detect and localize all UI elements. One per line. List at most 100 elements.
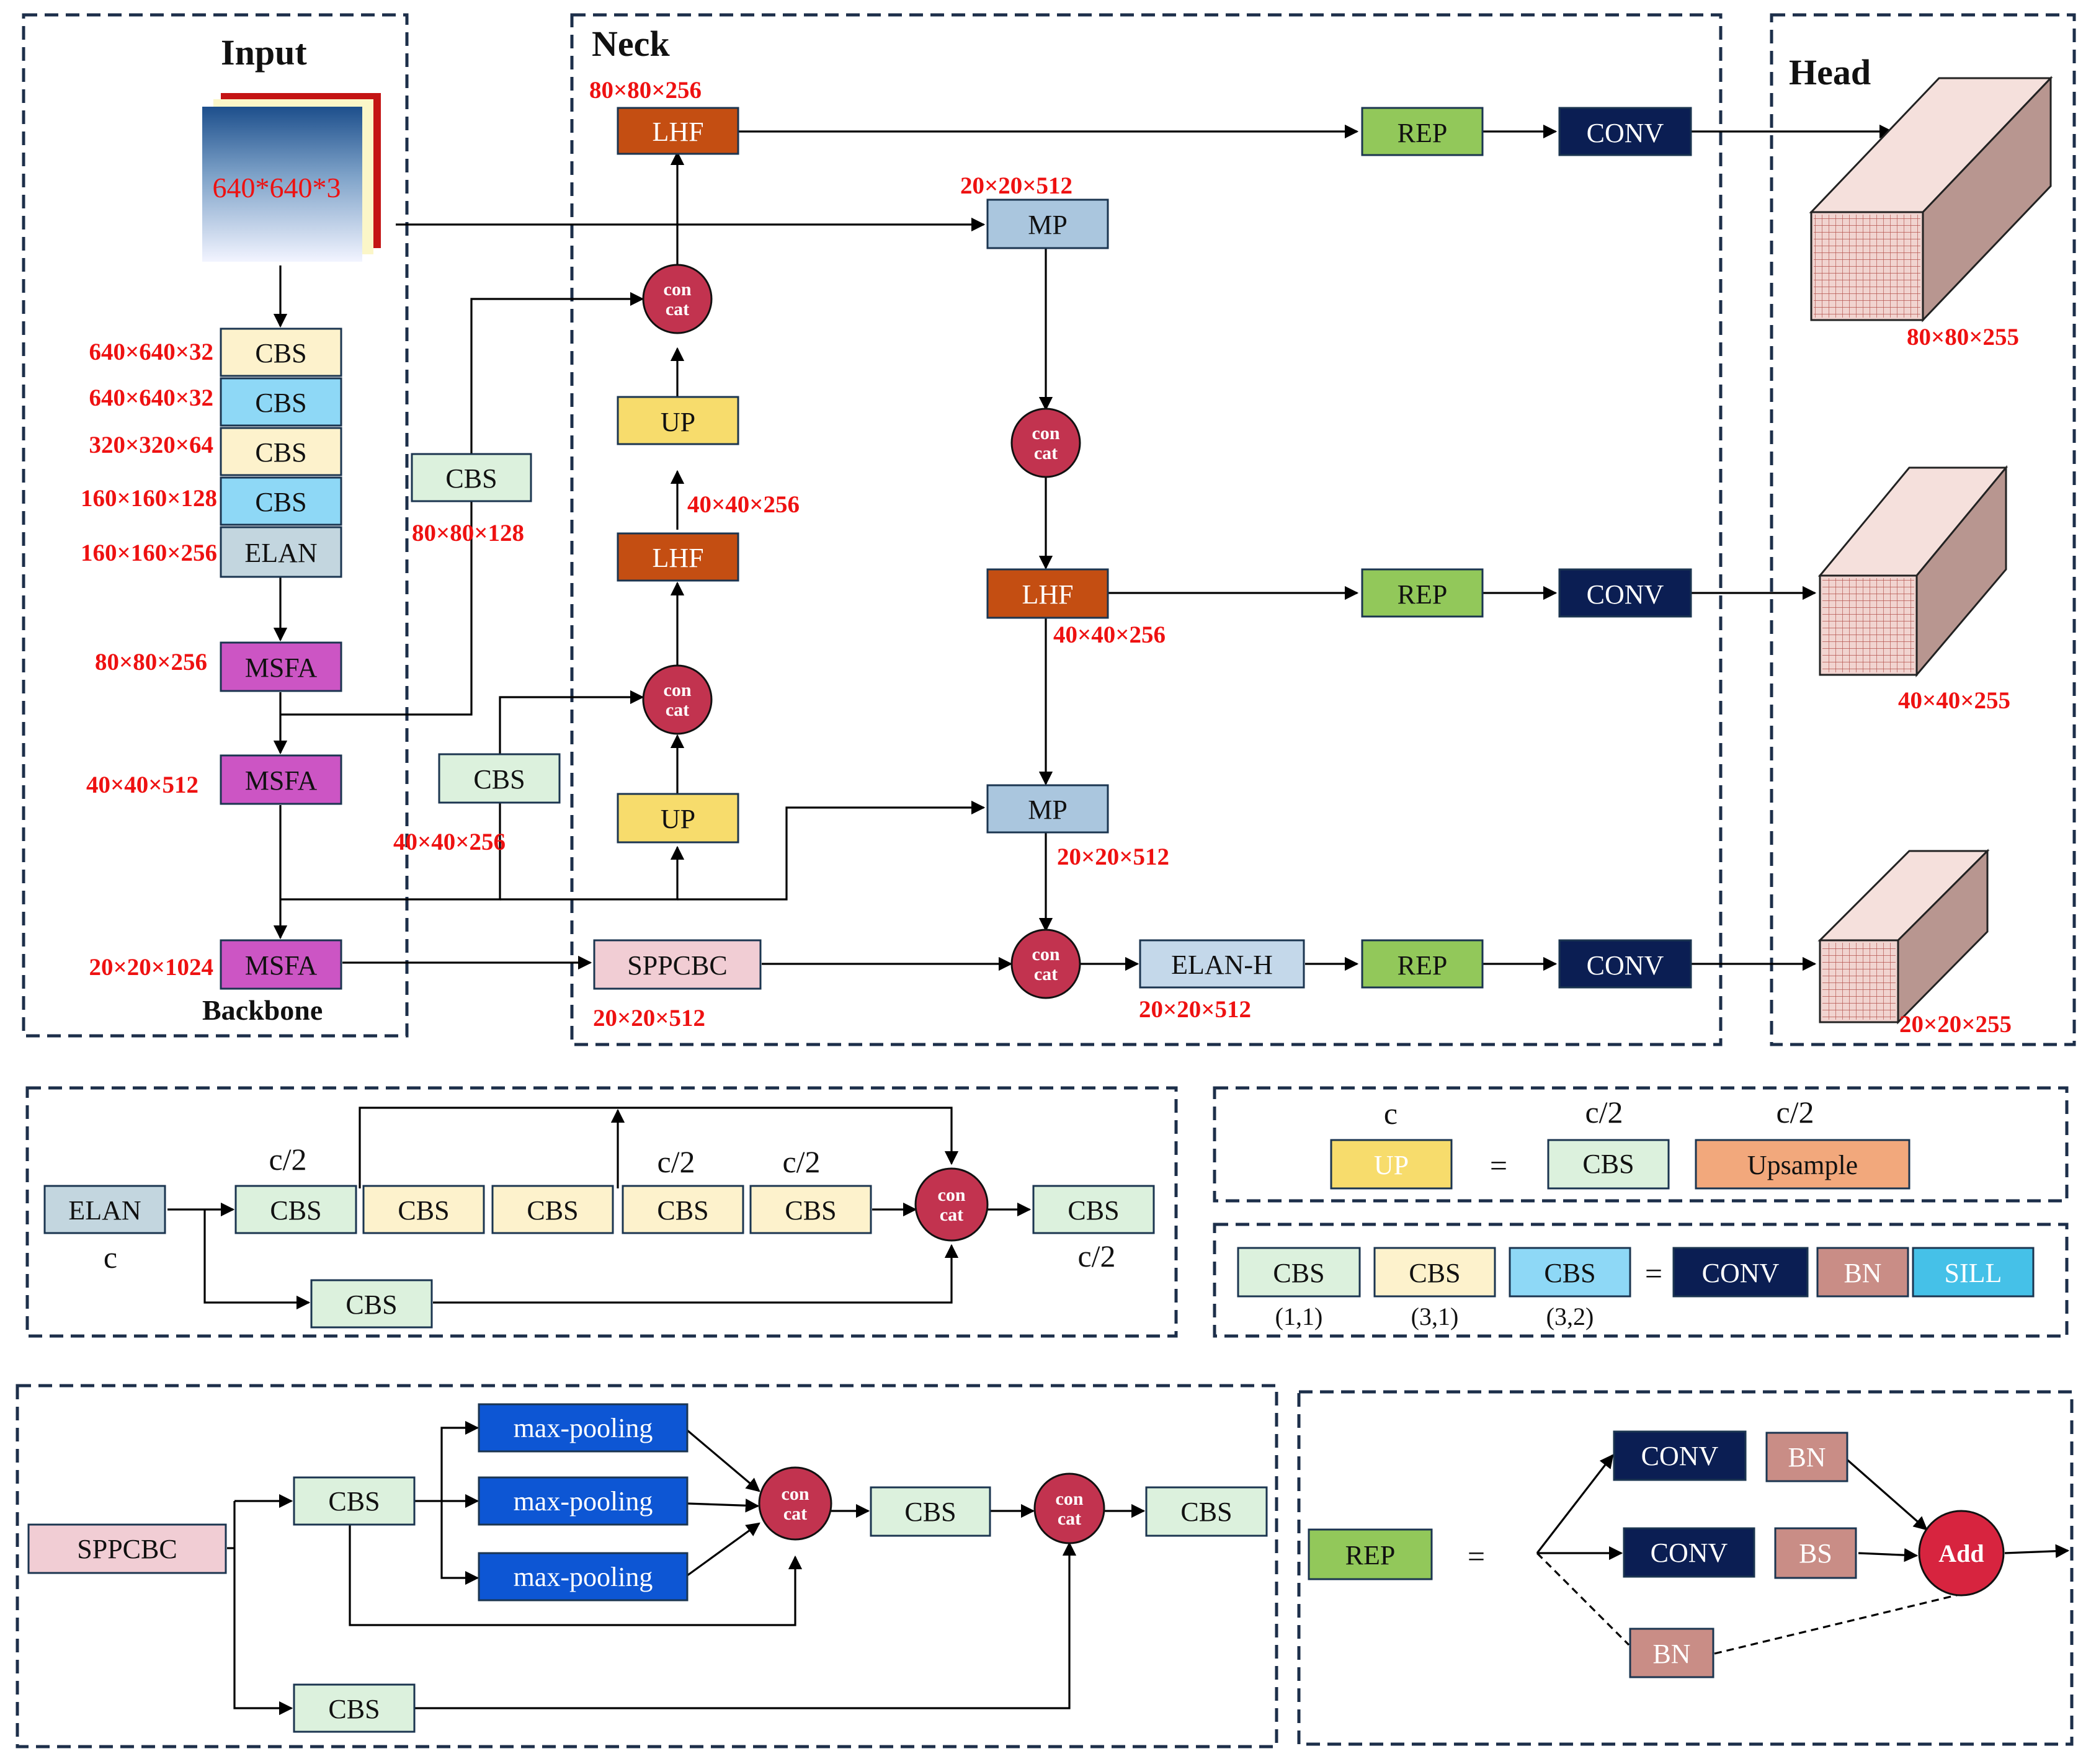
- elan-legend-cbs-3-label: CBS: [527, 1195, 578, 1226]
- neck-lhf-top-label: LHF: [652, 117, 703, 147]
- neck-lhf-top: [617, 107, 739, 155]
- svg-text:con: con: [664, 680, 692, 700]
- rep-legend-rep: [1308, 1528, 1433, 1580]
- dim-neck-elan-h: 20×20×512: [1139, 996, 1251, 1023]
- rep-legend-bn-bottom-label: BN: [1652, 1639, 1690, 1669]
- neck-mp-bottom: [986, 784, 1109, 834]
- elan-legend-elan: [43, 1185, 166, 1234]
- backbone-cbs-3-label: CBS: [255, 437, 306, 468]
- input-title: Input: [221, 32, 307, 73]
- svg-text:cat: cat: [1034, 443, 1058, 463]
- backbone-msfa-3: [220, 939, 342, 990]
- rep-legend-conv-top: [1613, 1430, 1747, 1481]
- elan-legend-concat: con cat: [914, 1167, 989, 1242]
- connectors: [167, 124, 2070, 1716]
- spp-legend-maxpool-2-label: max-pooling: [514, 1486, 653, 1517]
- neck-mp-top-label: MP: [1028, 210, 1068, 240]
- dim-neck-lhf-mid: 40×40×256: [687, 491, 800, 518]
- neck-rep-top: [1361, 107, 1484, 156]
- concat-top: con cat: [642, 264, 713, 334]
- cbs-legend-conv: [1672, 1247, 1809, 1298]
- rep-legend-bs-label: BS: [1799, 1538, 1832, 1569]
- neck-elan-h-label: ELAN-H: [1171, 950, 1273, 980]
- dim-head-bottom: 20×20×255: [1899, 1011, 2012, 1038]
- concat-nodes-neck: con cat con cat con cat con cat: [642, 264, 1081, 999]
- backbone-elan: [220, 526, 342, 578]
- cbs-legend-equals: =: [1645, 1256, 1662, 1291]
- rep-legend-conv-top-label: CONV: [1641, 1441, 1719, 1471]
- svg-text:cat: cat: [666, 299, 689, 319]
- neck-region: [570, 13, 1723, 1046]
- dim-elan: 160×160×256: [81, 540, 217, 566]
- cbs-legend-sill-label: SILL: [1945, 1258, 2002, 1288]
- up-legend-cbs-label: CBS: [1582, 1149, 1634, 1179]
- cbs-legend-cbs-31: [1373, 1247, 1496, 1298]
- svg-text:con: con: [1032, 423, 1060, 443]
- backbone-cbs-2-label: CBS: [255, 388, 306, 418]
- svg-text:con: con: [938, 1185, 966, 1205]
- cbs-legend-conv-label: CONV: [1702, 1258, 1780, 1288]
- neck-up-top-label: UP: [661, 407, 695, 437]
- neck-conv-mid: [1558, 568, 1692, 618]
- input-size-label: 640*640*3: [213, 172, 341, 203]
- elan-legend-cbs-4-label: CBS: [657, 1195, 708, 1226]
- spp-legend-maxpool-1-label: max-pooling: [514, 1413, 653, 1443]
- spp-legend-cbs-mid: [870, 1486, 991, 1537]
- dim-cbs-2: 640×640×32: [89, 385, 213, 411]
- dim-cbs-3: 320×320×64: [89, 432, 213, 458]
- elan-legend-elan-label: ELAN: [68, 1195, 141, 1226]
- svg-text:con: con: [664, 279, 692, 300]
- concat-mid: con cat: [642, 664, 713, 735]
- cbs-legend-param-a: (1,1): [1275, 1303, 1323, 1330]
- svg-text:con: con: [1056, 1489, 1084, 1509]
- backbone-cbs-1: [220, 327, 342, 377]
- dim-msfa-1: 80×80×256: [95, 649, 207, 675]
- elan-legend-cbs-3: [491, 1185, 614, 1234]
- up-legend-upsample: [1695, 1139, 1910, 1190]
- cbs-legend-cbs-31-label: CBS: [1409, 1258, 1460, 1288]
- up-legend-up-label: UP: [1374, 1150, 1409, 1180]
- elan-legend-region: [25, 1086, 1178, 1338]
- up-legend-up: [1330, 1139, 1453, 1190]
- dim-head-top: 80×80×255: [1907, 324, 2019, 350]
- neck-rep-top-label: REP: [1398, 118, 1448, 148]
- dim-head-middle: 40×40×255: [1898, 687, 2010, 714]
- backbone-label: Backbone: [202, 994, 323, 1026]
- rep-legend-bs: [1774, 1527, 1857, 1579]
- neck-title: Neck: [592, 24, 670, 64]
- cbs-legend-param-c: (3,2): [1546, 1303, 1594, 1330]
- neck-mp-top: [986, 198, 1109, 249]
- backbone-cbs-4-label: CBS: [255, 487, 306, 517]
- backbone-msfa-3-label: MSFA: [245, 950, 318, 981]
- neck-sppcbc-label: SPPCBC: [627, 950, 727, 981]
- neck-cbs-40: [438, 753, 561, 804]
- spp-legend-cbs-top-label: CBS: [328, 1486, 380, 1517]
- dim-neck-mp-top: 20×20×512: [960, 172, 1072, 199]
- spp-legend-maxpool-3-label: max-pooling: [514, 1562, 653, 1592]
- cbs-legend-sill: [1912, 1247, 2035, 1298]
- svg-text:cat: cat: [1034, 964, 1058, 984]
- dim-neck-cbs-40: 40×40×256: [393, 829, 506, 855]
- neck-cbs-80: [411, 453, 532, 502]
- elan-legend-cbs-5: [749, 1185, 872, 1234]
- dim-cbs-4: 160×160×128: [81, 485, 217, 512]
- spp-legend-maxpool-3: [478, 1552, 689, 1601]
- up-legend-cbs: [1547, 1139, 1670, 1190]
- rep-legend-region: [1297, 1390, 2074, 1746]
- cbs-legend-bn: [1816, 1247, 1909, 1298]
- neck-rep-bottom-label: REP: [1398, 950, 1448, 981]
- input-image: 640*640*3: [202, 93, 381, 262]
- rep-legend-bn-top-label: BN: [1788, 1442, 1826, 1472]
- neck-rep-mid-label: REP: [1398, 579, 1448, 610]
- elan-legend-c: c: [104, 1240, 117, 1275]
- elan-legend-cbs-5-label: CBS: [785, 1195, 836, 1226]
- dim-neck-cbs-80: 80×80×128: [412, 520, 524, 546]
- backbone-msfa-1-label: MSFA: [245, 653, 318, 683]
- neck-conv-top: [1558, 107, 1692, 156]
- elan-legend-half-c: c/2: [782, 1144, 820, 1179]
- backbone-cbs-3: [220, 427, 342, 476]
- dim-neck-mp-bottom: 20×20×512: [1057, 844, 1169, 870]
- backbone-cbs-2: [220, 377, 342, 427]
- neck-sppcbc: [593, 939, 762, 990]
